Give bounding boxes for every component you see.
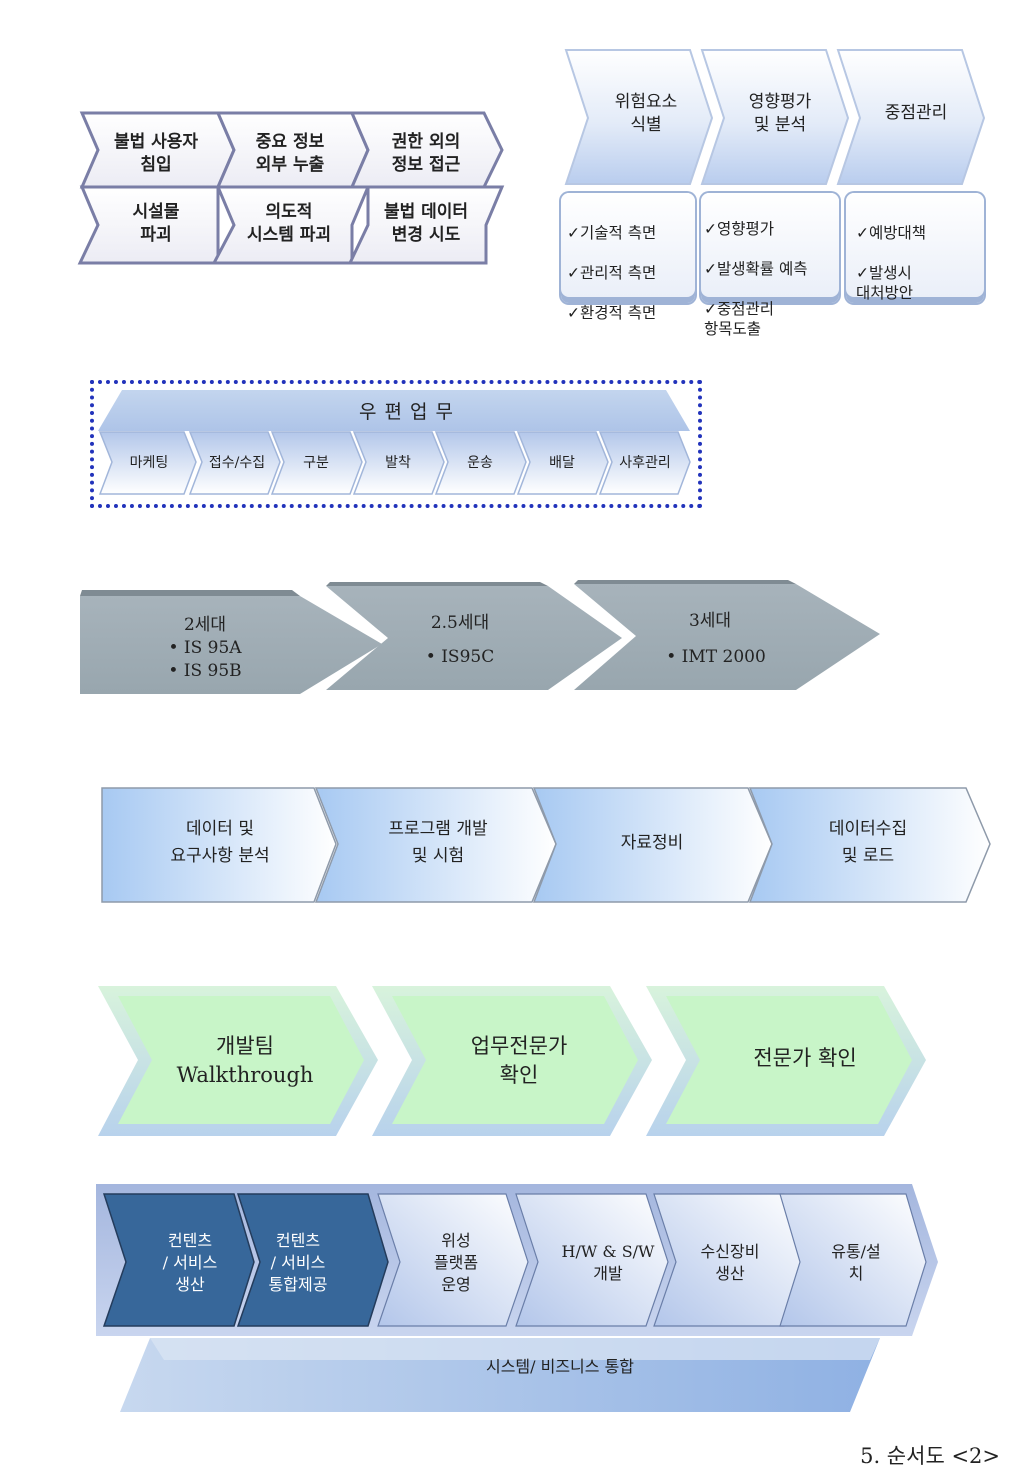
risk-detail-item: ✓기술적 측면 bbox=[567, 224, 657, 242]
review-chevrons bbox=[98, 986, 926, 1136]
postal-step-label: 접수/수집 bbox=[208, 455, 266, 471]
risk-detail-card: ✓예방대책 ✓발생시 대처방안 bbox=[846, 193, 984, 303]
threat-label: 불법 데이터 변경 시도 bbox=[383, 202, 469, 245]
risk-chevrons bbox=[564, 49, 986, 185]
value-chain-step-label: H/W & S/W 개발 bbox=[561, 1242, 655, 1283]
postal-step-label: 배달 bbox=[549, 455, 575, 471]
value-chain-step-label: 컨텐츠 / 서비스 생산 bbox=[162, 1231, 218, 1294]
risk-detail-card: ✓영향평가 ✓발생확률 예측 ✓중점관리 항목도출 bbox=[701, 193, 839, 338]
risk-detail-item: ✓환경적 측면 bbox=[567, 304, 657, 322]
risk-detail-item: ✓영향평가 bbox=[704, 220, 775, 238]
risk-step-label: 중점관리 bbox=[884, 103, 948, 123]
postal-shapes bbox=[98, 390, 691, 495]
postal-step-label: 사후관리 bbox=[619, 455, 671, 471]
postal-step-label: 운송 bbox=[467, 455, 493, 471]
postal-dotted-frame bbox=[90, 380, 702, 508]
value-chain-step-label: 수신장비 생산 bbox=[700, 1242, 760, 1283]
threat-label: 권한 외의 정보 접근 bbox=[391, 132, 461, 175]
data-step-label: 데이터수집 및 로드 bbox=[828, 819, 908, 866]
threat-label: 불법 사용자 침입 bbox=[113, 132, 199, 175]
generation-chevrons bbox=[80, 580, 880, 694]
risk-step-label: 위험요소 식별 bbox=[614, 92, 678, 135]
data-process-chevrons bbox=[101, 787, 991, 903]
review-step-label: 전문가 확인 bbox=[753, 1046, 857, 1070]
postal-title: 우편업무 bbox=[359, 401, 461, 423]
data-step-label: 자료정비 bbox=[620, 833, 684, 853]
threat-label: 의도적 시스템 파괴 bbox=[246, 202, 332, 245]
value-chain-step-label: 컨텐츠 / 서비스 통합제공 bbox=[268, 1231, 328, 1294]
threat-label: 중요 정보 외부 누출 bbox=[255, 132, 325, 175]
value-chain-step-label: 위성 플랫폼 운영 bbox=[433, 1231, 479, 1294]
generation-title: 2세대 bbox=[183, 615, 227, 635]
postal-step-label: 발착 bbox=[385, 455, 411, 471]
data-step-label: 프로그램 개발 및 시험 bbox=[388, 819, 488, 866]
generation-item: • IMT 2000 bbox=[666, 647, 766, 667]
figure-caption: 5. 순서도 <2> bbox=[860, 1444, 1000, 1468]
risk-detail-item: ✓중점관리 항목도출 bbox=[704, 300, 775, 338]
value-chain-step-label: 유통/설 치 bbox=[831, 1242, 881, 1283]
generation-item: • IS 95B bbox=[168, 661, 242, 681]
review-step-label: 업무전문가 확인 bbox=[470, 1034, 568, 1087]
generation-title: 3세대 bbox=[688, 611, 732, 631]
threats-chevron-frame bbox=[77, 111, 505, 265]
generation-item: • IS95C bbox=[425, 647, 495, 667]
risk-detail-card: ✓기술적 측면 ✓관리적 측면 ✓환경적 측면 bbox=[561, 193, 695, 322]
risk-detail-item: ✓발생시 대처방안 bbox=[856, 264, 914, 302]
data-step-label: 데이터 및 요구사항 분석 bbox=[170, 819, 270, 866]
postal-step-label: 마케팅 bbox=[129, 455, 169, 471]
generation-title: 2.5세대 bbox=[430, 613, 490, 633]
postal-step-label: 구분 bbox=[303, 455, 329, 471]
generation-item: • IS 95A bbox=[168, 638, 242, 658]
value-chain-shapes bbox=[96, 1184, 938, 1412]
threat-label: 시설물 파괴 bbox=[132, 202, 180, 245]
review-step-label: 개발팀 Walkthrough bbox=[176, 1034, 314, 1087]
risk-detail-item: ✓발생확률 예측 bbox=[704, 260, 808, 278]
risk-step-label: 영향평가 및 분석 bbox=[748, 92, 812, 135]
risk-detail-item: ✓관리적 측면 bbox=[567, 264, 657, 282]
value-chain-base-label: 시스템/ 비즈니스 통합 bbox=[485, 1357, 635, 1376]
risk-detail-item: ✓예방대책 bbox=[856, 224, 927, 242]
